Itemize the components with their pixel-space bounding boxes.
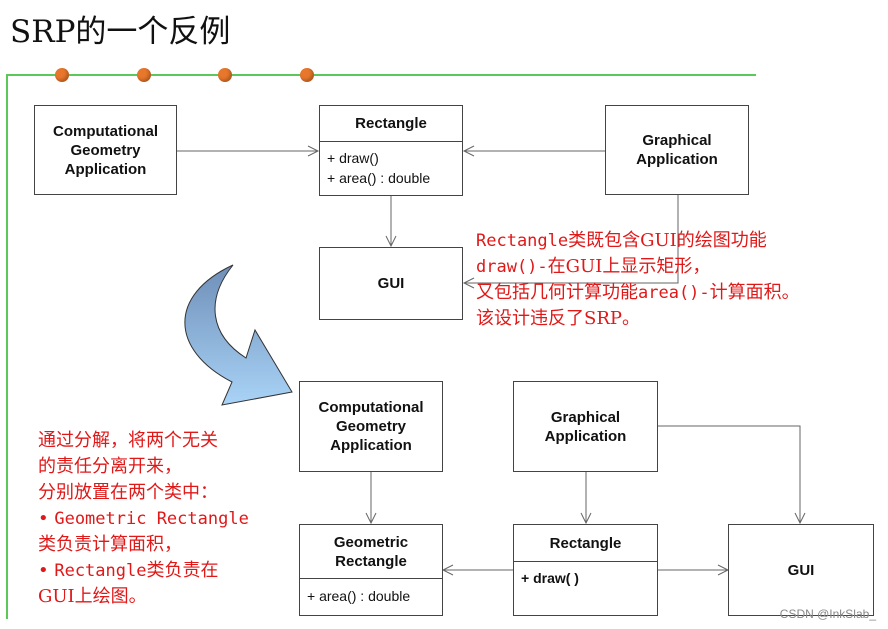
note-line: 通过分解，将两个无关 [38, 428, 249, 454]
bullet-dot [55, 68, 69, 82]
note-text: 通过分解，将两个无关 [38, 430, 218, 451]
operation-draw: + draw() [327, 150, 379, 166]
note-text: 类既包含GUI的绘图功能 [568, 230, 767, 251]
operation-draw-2: + draw( ) [521, 570, 579, 586]
computational-geometry-box-2: Computational Geometry Application [299, 381, 443, 472]
connector-graphical-to-gui [464, 195, 679, 284]
note-line: 的责任分离开来， [38, 454, 249, 480]
frame-top-line [6, 74, 756, 76]
note-text: • [38, 508, 55, 529]
rectangle-class-2: Rectangle + draw( ) [513, 524, 658, 616]
note-line: 又包括几何计算功能area()-计算面积。 [476, 280, 800, 306]
note-line: 分别放置在两个类中： [38, 480, 249, 506]
watermark: CSDN @InkSlab_ [779, 607, 876, 621]
bullet-dot [300, 68, 314, 82]
rectangle-class-name: Rectangle [320, 106, 462, 142]
note-decomposition: 通过分解，将两个无关的责任分离开来， 分别放置在两个类中： • Geometric … [38, 428, 249, 610]
note-text: area()- [638, 283, 710, 303]
note-text: Rectangle [476, 231, 569, 251]
geometric-rectangle-class-name: Geometric Rectangle [300, 525, 442, 579]
note-text: 在GUI上显示矩形， [547, 256, 711, 277]
operation-area-2: + area() : double [307, 588, 411, 604]
note-text: GUI上绘图。 [38, 586, 147, 607]
bullet-dot [137, 68, 151, 82]
note-line: Rectangle类既包含GUI的绘图功能 [476, 228, 800, 254]
bullet-dot [218, 68, 232, 82]
rectangle-class-ops: + draw() + area() : double [320, 142, 462, 188]
note-text: 类负责在 [146, 560, 219, 581]
note-text: • [38, 560, 55, 581]
curved-arrow-icon [184, 264, 293, 406]
note-text: 该设计违反了SRP。 [476, 308, 640, 329]
note-line: • Rectangle类负责在 [38, 558, 249, 584]
slide-title: SRP的一个反例 [10, 14, 231, 50]
note-line: draw()-在GUI上显示矩形， [476, 254, 800, 280]
connector-graphical-to-gui-2 [658, 425, 801, 523]
note-text: Geometric Rectangle [54, 509, 249, 529]
note-text: 又包括几何计算功能 [476, 282, 638, 303]
note-text: draw()- [476, 257, 548, 277]
note-line: GUI上绘图。 [38, 584, 249, 610]
frame-left-line [6, 74, 8, 619]
note-line: • Geometric Rectangle [38, 506, 249, 532]
note-text: 计算面积。 [709, 282, 800, 303]
note-text: 的责任分离开来， [38, 456, 182, 477]
gui-box: GUI [319, 247, 463, 320]
note-text: Rectangle [54, 561, 147, 581]
graphical-application-box: Graphical Application [605, 105, 749, 195]
gui-box-2: GUI [728, 524, 874, 616]
rectangle-class-name-2: Rectangle [514, 525, 657, 562]
geometric-rectangle-class: Geometric Rectangle + area() : double [299, 524, 443, 616]
graphical-application-box-2: Graphical Application [513, 381, 658, 472]
note-line: 类负责计算面积， [38, 532, 249, 558]
operation-area: + area() : double [327, 170, 431, 186]
note-line: 该设计违反了SRP。 [476, 306, 800, 332]
note-text: 类负责计算面积， [38, 534, 182, 555]
note-text: 分别放置在两个类中： [38, 482, 218, 503]
rectangle-class: Rectangle + draw() + area() : double [319, 105, 463, 196]
computational-geometry-box: Computational Geometry Application [34, 105, 177, 195]
